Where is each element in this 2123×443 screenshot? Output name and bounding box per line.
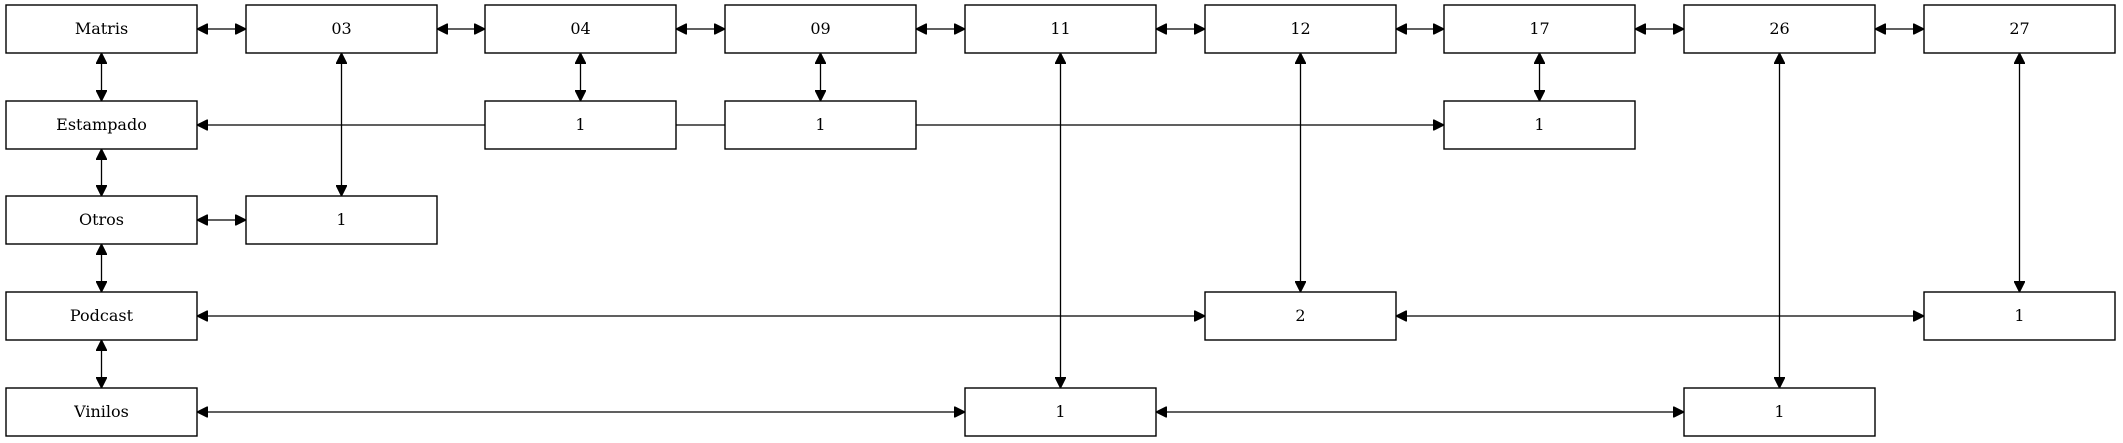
- node-label: 1: [336, 210, 346, 229]
- node-box: [1204, 291, 1397, 341]
- node-h03: 03: [245, 4, 438, 54]
- node-h26: 26: [1683, 4, 1876, 54]
- node-label: Otros: [79, 210, 124, 229]
- node-c27_pod: 1: [1923, 291, 2116, 341]
- node-c03_otros: 1: [245, 195, 438, 245]
- node-box: [964, 387, 1157, 437]
- node-c17_est: 1: [1443, 100, 1636, 150]
- node-box: [1443, 100, 1636, 150]
- node-label: 17: [1529, 19, 1549, 38]
- node-label: 04: [570, 19, 590, 38]
- node-c12_pod: 2: [1204, 291, 1397, 341]
- node-label: 26: [1769, 19, 1789, 38]
- node-label: Matris: [75, 19, 128, 38]
- node-c04_est: 1: [484, 100, 677, 150]
- node-box: [724, 4, 917, 54]
- node-label: Podcast: [70, 306, 134, 325]
- node-podcast: Podcast: [5, 291, 198, 341]
- node-label: 12: [1290, 19, 1310, 38]
- node-label: 03: [331, 19, 351, 38]
- node-box: [5, 387, 198, 437]
- node-box: [484, 4, 677, 54]
- node-h09: 09: [724, 4, 917, 54]
- node-label: 2: [1295, 306, 1305, 325]
- node-box: [5, 4, 198, 54]
- node-matris: Matris: [5, 4, 198, 54]
- node-label: Estampado: [56, 115, 147, 134]
- node-box: [245, 195, 438, 245]
- node-label: 1: [1534, 115, 1544, 134]
- node-vinilos: Vinilos: [5, 387, 198, 437]
- node-h17: 17: [1443, 4, 1636, 54]
- node-box: [1683, 4, 1876, 54]
- node-h11: 11: [964, 4, 1157, 54]
- node-label: 27: [2009, 19, 2029, 38]
- node-box: [724, 100, 917, 150]
- node-box: [1923, 4, 2116, 54]
- node-h04: 04: [484, 4, 677, 54]
- node-label: 09: [810, 19, 830, 38]
- node-label: 1: [1774, 402, 1784, 421]
- node-box: [964, 4, 1157, 54]
- node-label: 1: [575, 115, 585, 134]
- node-box: [1443, 4, 1636, 54]
- node-h27: 27: [1923, 4, 2116, 54]
- node-box: [1683, 387, 1876, 437]
- node-label: 1: [1055, 402, 1065, 421]
- node-c09_est: 1: [724, 100, 917, 150]
- node-box: [5, 195, 198, 245]
- node-otros: Otros: [5, 195, 198, 245]
- node-box: [1923, 291, 2116, 341]
- node-h12: 12: [1204, 4, 1397, 54]
- node-c11_vin: 1: [964, 387, 1157, 437]
- node-c26_vin: 1: [1683, 387, 1876, 437]
- edges-layer: [102, 29, 2020, 412]
- node-label: 1: [815, 115, 825, 134]
- node-box: [5, 100, 198, 150]
- node-label: Vinilos: [73, 402, 129, 421]
- node-box: [1204, 4, 1397, 54]
- node-box: [245, 4, 438, 54]
- node-box: [484, 100, 677, 150]
- node-label: 11: [1050, 19, 1070, 38]
- node-box: [5, 291, 198, 341]
- node-estampado: Estampado: [5, 100, 198, 150]
- node-label: 1: [2014, 306, 2024, 325]
